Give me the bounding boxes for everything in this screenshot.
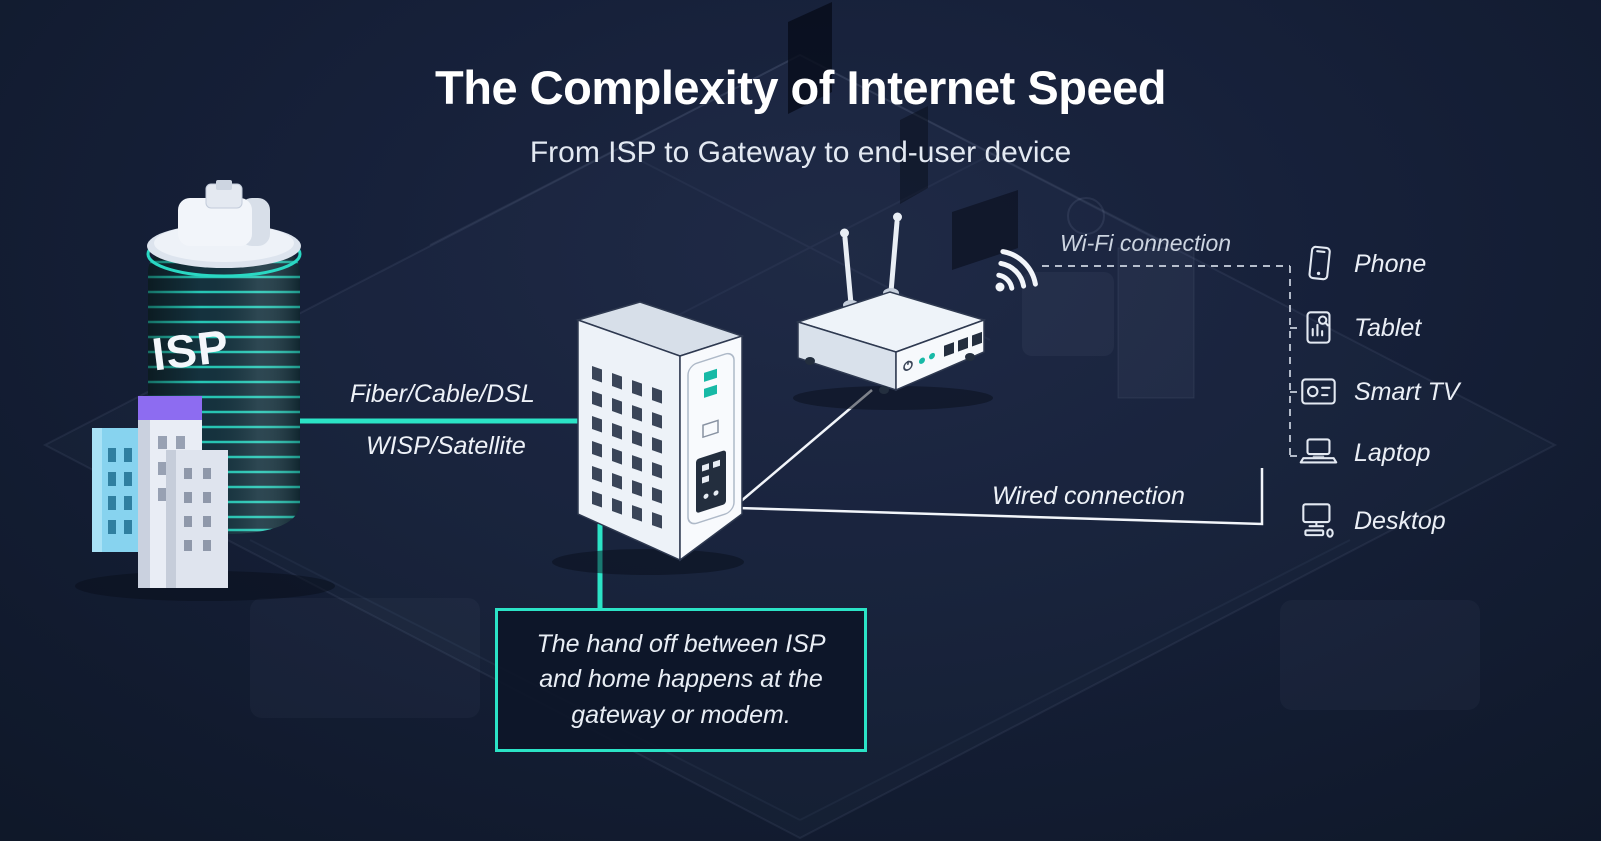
wifi-dashed-line (1042, 265, 1303, 457)
blue-building (92, 428, 144, 552)
city-buildings (92, 396, 228, 588)
device-row-phone: Phone (1296, 240, 1426, 288)
laptop-icon (1296, 430, 1342, 476)
wifi-router (793, 212, 1038, 410)
gray-building (166, 450, 228, 588)
gateway-callout-box: The hand off between ISP and home happen… (495, 608, 867, 752)
wifi-connection-label: Wi-Fi connection (1060, 230, 1232, 256)
isp-label: ISP (149, 319, 232, 380)
purple-roof-building (138, 396, 202, 588)
gateway-callout-text: The hand off between ISP and home happen… (536, 629, 826, 729)
device-row-laptop: Laptop (1296, 429, 1430, 477)
device-label: Phone (1354, 249, 1427, 278)
device-label: Desktop (1354, 506, 1446, 535)
wifi-signal-icon (996, 249, 1038, 291)
device-row-smart-tv: Smart TV (1296, 368, 1460, 416)
device-label: Laptop (1354, 438, 1431, 467)
modem-vent-grid (592, 366, 662, 529)
page-title: The Complexity of Internet Speed (435, 61, 1166, 114)
device-label: Tablet (1354, 313, 1422, 342)
router-antennas (842, 219, 900, 307)
modem-status-panel (687, 352, 735, 525)
isp-building: ISP (75, 180, 335, 601)
phone-icon (1296, 241, 1342, 287)
device-row-desktop: Desktop (1296, 497, 1446, 545)
smart-tv-icon (1296, 369, 1342, 415)
page-subtitle: From ISP to Gateway to end-user device (529, 136, 1072, 169)
router-ports (903, 331, 982, 371)
device-row-tablet: Tablet (1296, 304, 1421, 352)
tablet-icon (1296, 305, 1342, 351)
router-gateway-cable (739, 389, 873, 503)
isp-link-label-top: Fiber/Cable/DSL (350, 380, 535, 408)
device-label: Smart TV (1354, 377, 1460, 406)
desktop-icon (1296, 498, 1342, 544)
gateway-modem (552, 301, 745, 575)
wired-connection-label: Wired connection (992, 482, 1185, 510)
isp-link-label-bottom: WISP/Satellite (366, 432, 526, 460)
